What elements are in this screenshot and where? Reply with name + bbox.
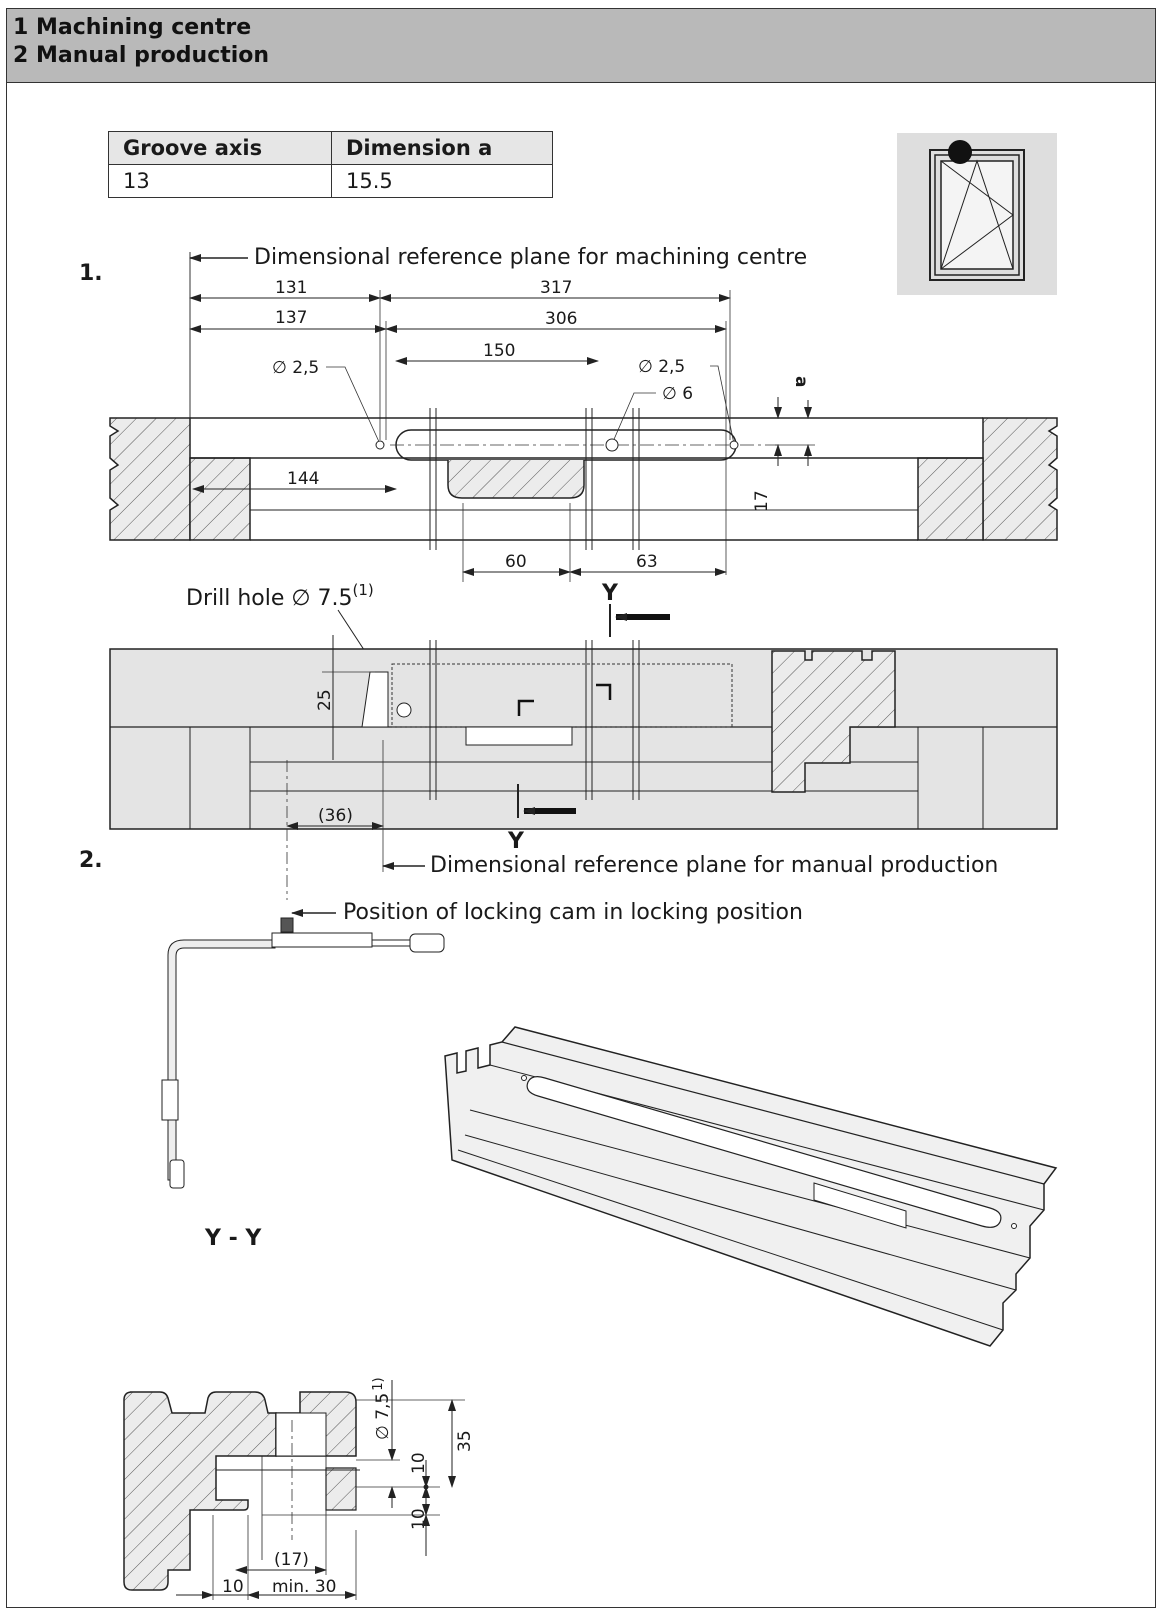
spec-table: Groove axis Dimension a 13 15.5 [108,131,553,198]
step-1-ref-label: Dimensional reference plane for machinin… [254,245,807,270]
dim-dia-2-5-left: ∅ 2,5 [272,358,319,378]
spec-header-dimension-a: Dimension a [331,131,553,165]
dim-60: 60 [505,552,527,572]
dim-a: a [791,376,811,387]
header-bar: 1 Machining centre 2 Manual production [7,9,1155,83]
window-thumbnail-icon [897,133,1057,295]
section-dim-min-30: min. 30 [272,1577,337,1597]
dim-131: 131 [275,278,307,298]
dim-dia-6: ∅ 6 [662,384,693,404]
step-2-ref-label: Dimensional reference plane for manual p… [430,853,998,878]
section-dim-10-c: 10 [222,1577,244,1597]
step-1-marker: 1. [79,261,103,286]
section-dim-10-b: 10 [409,1452,429,1474]
dim-dia-2-5-right: ∅ 2,5 [638,357,685,377]
step-2-marker: 2. [79,848,103,873]
section-mark-bottom: Y [507,829,525,854]
side-view [109,640,1058,830]
section-dim-35: 35 [455,1430,475,1452]
spec-cell-dimension-a: 15.5 [331,164,553,198]
dim-25: 25 [315,689,335,711]
section-dim-dia: ∅ 7,51) [371,1377,393,1440]
profile-section-1 [109,408,1058,550]
spec-cell-groove-axis: 13 [108,164,332,198]
dim-144: 144 [287,469,319,489]
header-line-2: 2 Manual production [13,43,270,68]
drill-hole-label: Drill hole ∅ 7.5(1) [186,581,374,611]
section-y-y-profile [123,1391,360,1591]
dim-306: 306 [545,309,577,329]
section-dim-17: (17) [274,1550,309,1570]
section-mark-top: Y [601,581,619,606]
dim-317: 317 [540,278,572,298]
dim-63: 63 [636,552,658,572]
dim-17: 17 [752,490,772,512]
header-line-1: 1 Machining centre [13,15,252,40]
locking-cam-label: Position of locking cam in locking posit… [343,900,803,925]
spec-header-groove-axis: Groove axis [108,131,332,165]
section-title: Y - Y [204,1226,262,1251]
locking-hardware-drawing [161,917,445,1189]
dim-36: (36) [318,806,353,826]
isometric-profile-view [444,1026,1058,1347]
dim-137: 137 [275,308,307,328]
dim-150: 150 [483,341,515,361]
